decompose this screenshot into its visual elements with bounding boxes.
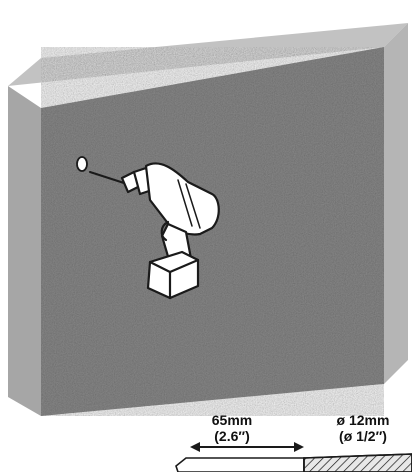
hole-icon bbox=[76, 156, 88, 172]
depth-label: 65mm bbox=[211, 412, 253, 428]
wall-front-face bbox=[41, 47, 384, 416]
diameter-label: ø 12mm bbox=[336, 412, 390, 428]
wall-top-face bbox=[8, 23, 408, 86]
wall-side-face bbox=[8, 86, 41, 416]
drill-bit-icon bbox=[175, 453, 412, 472]
depth-label-imperial: (2.6″) bbox=[214, 428, 250, 444]
drill-icon bbox=[89, 162, 220, 300]
dimension-arrow-icon bbox=[190, 442, 304, 452]
wall-block bbox=[8, 23, 408, 416]
diameter-label-imperial: (ø 1/2″) bbox=[339, 428, 387, 444]
wall-right-edge bbox=[384, 23, 408, 384]
